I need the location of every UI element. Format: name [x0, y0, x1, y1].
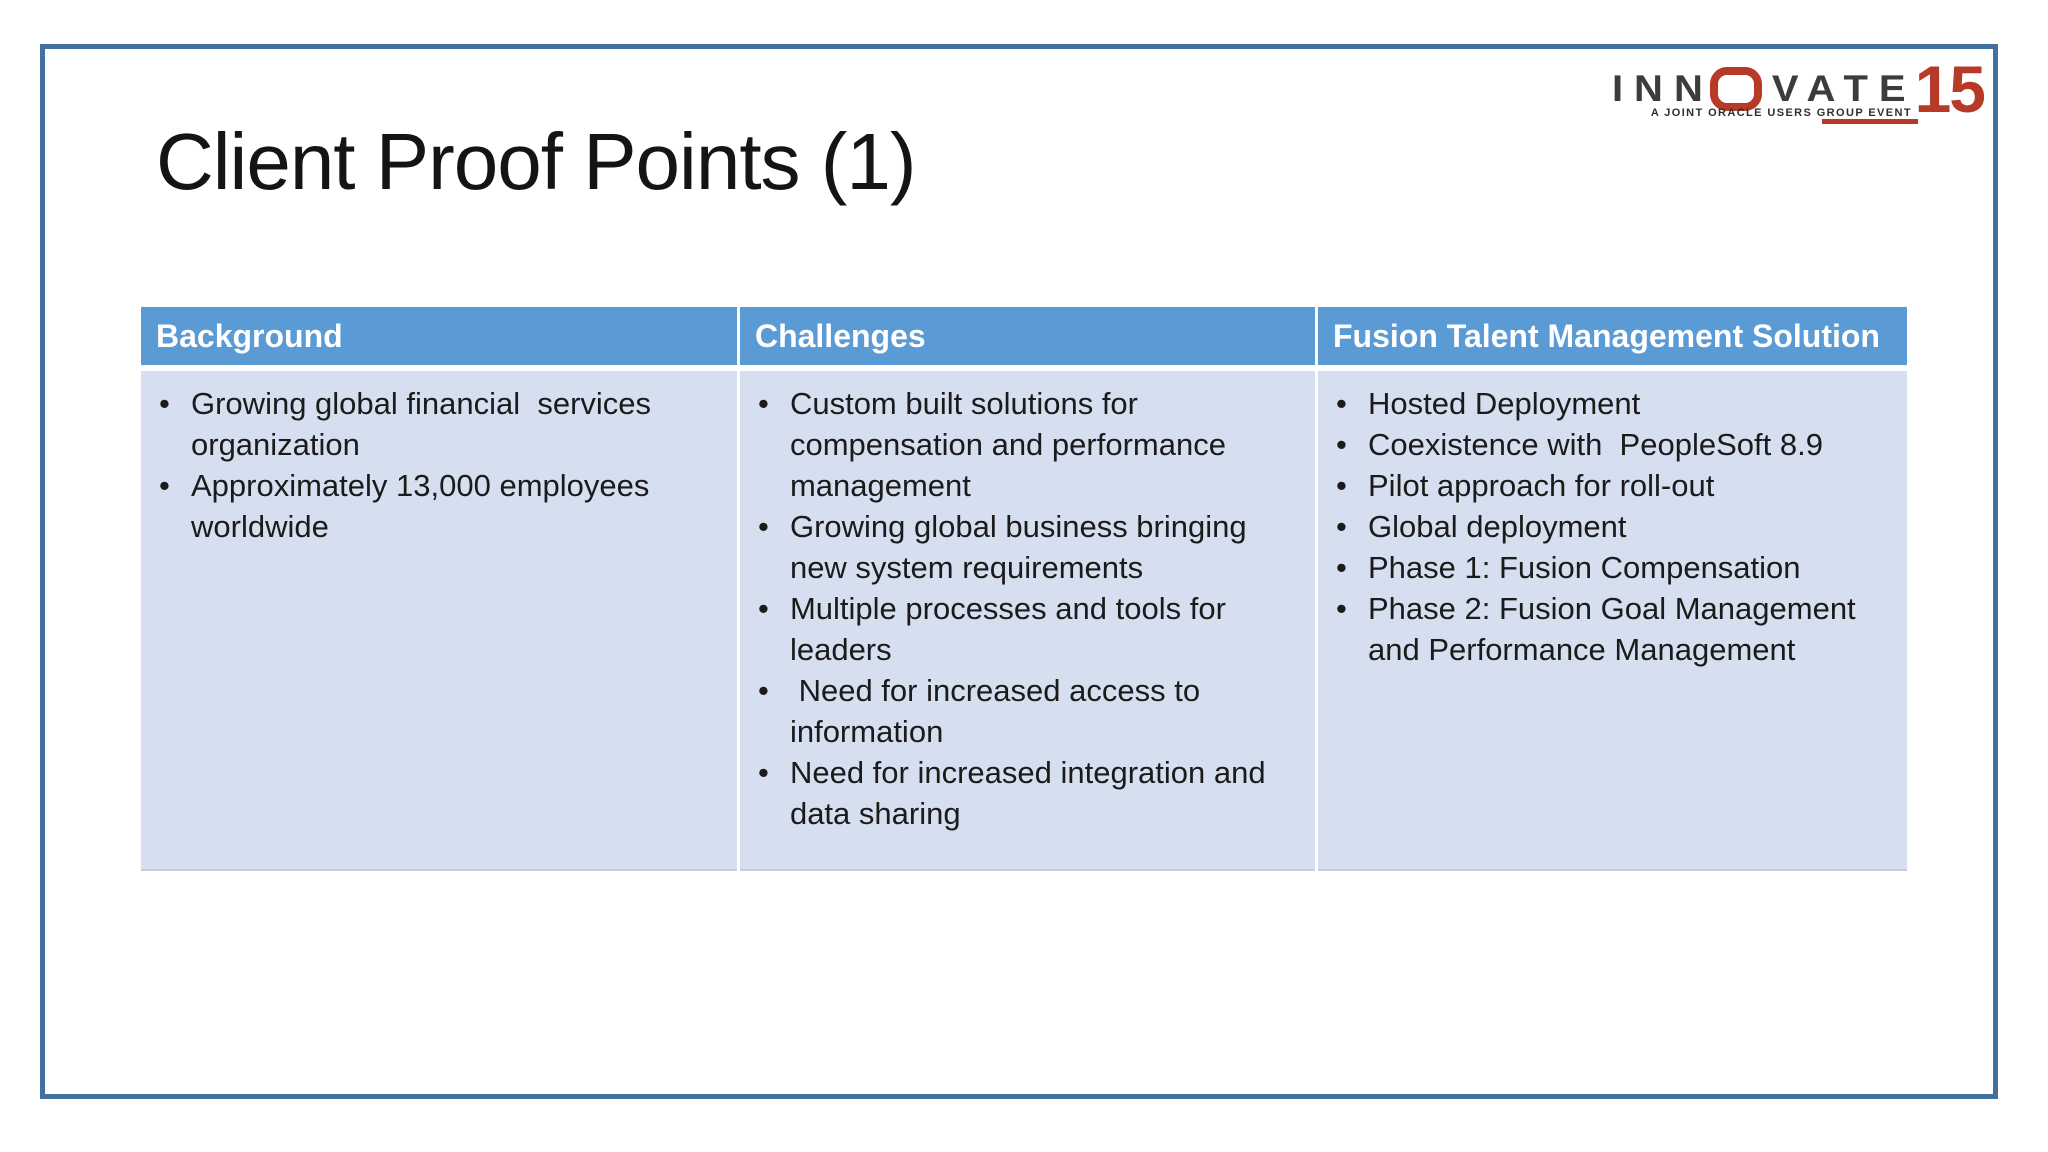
list-item-text: Multiple processes and tools for leaders	[789, 591, 1235, 667]
table-column-challenges: Challenges • Custom built solutions for …	[739, 307, 1315, 871]
column-body-challenges: • Custom built solutions for compensatio…	[739, 371, 1315, 871]
list-item-text: Custom built solutions for compensation …	[789, 386, 1235, 503]
list-item: • Approximately 13,000 employees worldwi…	[155, 465, 725, 547]
list-item-text: Phase 1: Fusion Compensation	[1368, 550, 1801, 585]
list-item: • Growing global business bringing new s…	[754, 506, 1303, 588]
list-item-text: Need for increased access to information	[789, 673, 1209, 749]
column-header-challenges: Challenges	[739, 307, 1315, 365]
column-header-solution: Fusion Talent Management Solution	[1318, 307, 1907, 365]
list-item-text: Phase 2: Fusion Goal Management and Perf…	[1368, 591, 1865, 667]
list-item-text: Hosted Deployment	[1368, 386, 1641, 421]
list-item: • Hosted Deployment	[1332, 383, 1895, 424]
list-item: • Custom built solutions for compensatio…	[754, 383, 1303, 506]
list-item-text: Need for increased integration and data …	[789, 755, 1275, 831]
list-item: • Need for increased access to informati…	[754, 670, 1303, 752]
bullet-icon: •	[1336, 386, 1347, 421]
logo-underline-bar	[1822, 119, 1918, 124]
list-item: • Growing global financial services orga…	[155, 383, 725, 465]
logo-text-inn: INN	[1611, 68, 1714, 110]
bullet-icon: •	[159, 468, 170, 503]
table-column-solution: Fusion Talent Management Solution • Host…	[1318, 307, 1907, 871]
logo-number-15: 15	[1914, 51, 1986, 126]
bullet-icon: •	[757, 591, 769, 626]
logo-tagline: A JOINT ORACLE USERS GROUP EVENT	[1650, 107, 1912, 119]
list-item: • Need for increased integration and dat…	[754, 752, 1303, 834]
bullet-icon: •	[1336, 591, 1347, 626]
list-item: • Coexistence with PeopleSoft 8.9	[1332, 424, 1895, 465]
bullet-icon: •	[757, 509, 769, 544]
column-body-solution: • Hosted Deployment • Coexistence with P…	[1318, 371, 1907, 871]
bullet-icon: •	[1336, 427, 1347, 462]
bullet-icon: •	[1336, 468, 1347, 503]
innovate15-logo: INN VATE 15 A JOINT ORACLE USERS GROUP E…	[1611, 51, 1986, 126]
bullet-icon: •	[757, 386, 769, 421]
list-item-text: Growing global business bringing new sys…	[789, 509, 1256, 585]
bullet-icon: •	[159, 386, 170, 421]
list-item-text: Coexistence with PeopleSoft 8.9	[1368, 427, 1823, 462]
list-item: • Phase 2: Fusion Goal Management and Pe…	[1332, 588, 1895, 670]
page-title: Client Proof Points (1)	[156, 117, 917, 206]
logo-o-ring-icon	[1709, 67, 1762, 111]
list-item: • Phase 1: Fusion Compensation	[1332, 547, 1895, 588]
list-item: • Global deployment	[1332, 506, 1895, 547]
bullet-icon: •	[1336, 550, 1347, 585]
bullet-icon: •	[757, 755, 769, 790]
bullet-icon: •	[757, 673, 769, 708]
list-item: • Pilot approach for roll-out	[1332, 465, 1895, 506]
list-item-text: Pilot approach for roll-out	[1368, 468, 1715, 503]
column-header-background: Background	[141, 307, 737, 365]
table-column-background: Background • Growing global financial se…	[141, 307, 737, 871]
column-body-background: • Growing global financial services orga…	[141, 371, 737, 871]
list-item-text: Approximately 13,000 employees worldwide	[191, 468, 658, 544]
proof-points-table: Background • Growing global financial se…	[141, 307, 1907, 871]
bullet-icon: •	[1336, 509, 1347, 544]
logo-text-vate: VATE	[1771, 68, 1917, 110]
list-item: • Multiple processes and tools for leade…	[754, 588, 1303, 670]
list-item-text: Global deployment	[1368, 509, 1627, 544]
list-item-text: Growing global financial services organi…	[191, 386, 660, 462]
